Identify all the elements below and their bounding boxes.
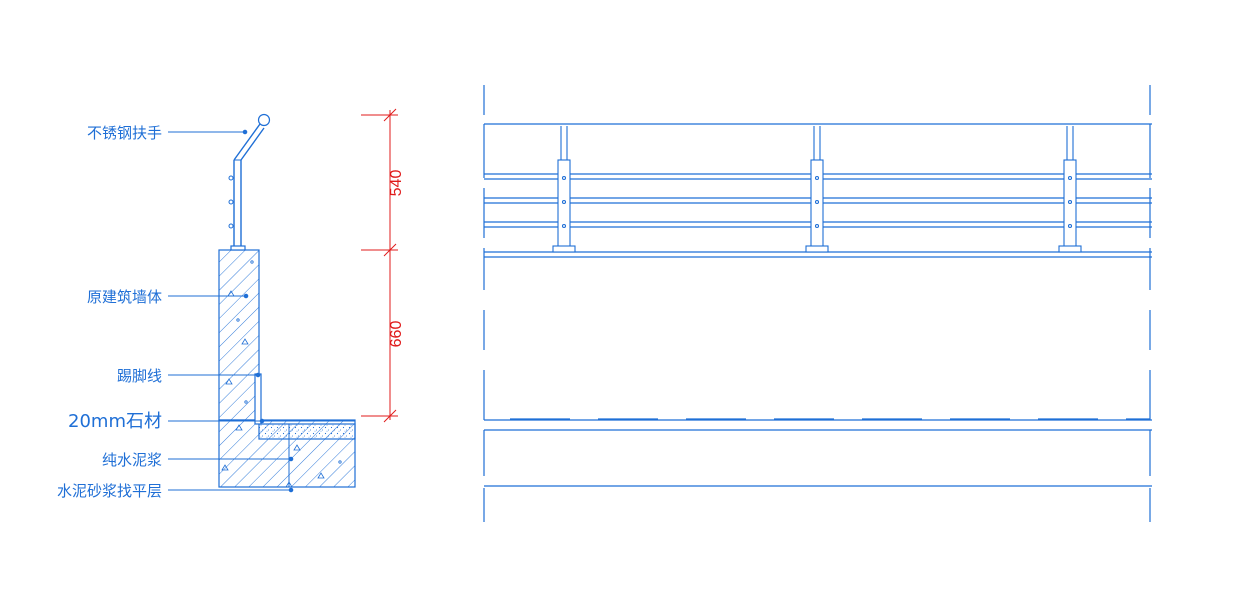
dimension-upper: 540 xyxy=(388,170,405,197)
dimension-lower: 660 xyxy=(388,321,405,348)
label-handrail: 不锈钢扶手 xyxy=(87,124,162,142)
elevation-view xyxy=(483,85,1152,522)
label-wall: 原建筑墙体 xyxy=(87,288,162,306)
railing-post-3 xyxy=(1058,126,1082,253)
handrail-post xyxy=(228,113,271,251)
railing-post-2 xyxy=(805,126,829,253)
stone-layer xyxy=(258,423,356,440)
section-view: 不锈钢扶手 原建筑墙体 踢脚线 20mm石材 纯水泥浆 水泥砂浆找平层 540 … xyxy=(57,108,405,500)
concrete-marks xyxy=(221,260,342,488)
wall-body xyxy=(218,249,260,421)
skirting-board xyxy=(254,373,262,425)
label-cement-paste: 纯水泥浆 xyxy=(102,451,162,469)
railing-post-1 xyxy=(552,126,576,253)
label-mortar: 水泥砂浆找平层 xyxy=(57,482,162,500)
label-skirting: 踢脚线 xyxy=(117,367,162,385)
label-stone: 20mm石材 xyxy=(68,411,162,432)
leader-lines xyxy=(168,129,294,493)
dimension-lines xyxy=(361,108,398,423)
